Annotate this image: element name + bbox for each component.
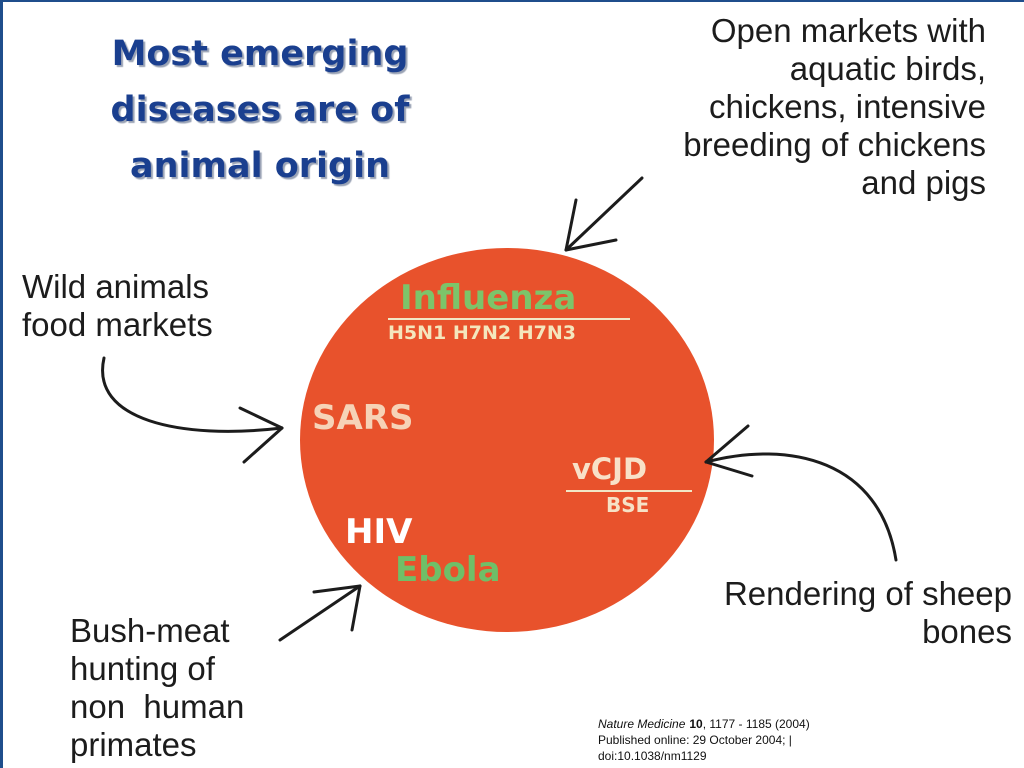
title-line-1: Most emerging [111,34,409,74]
open-markets-line-4: breeding of chickens [683,126,986,163]
open-markets-line-5: and pigs [861,164,986,201]
disease-influenza-strains: H5N1 H7N2 H7N3 [388,322,576,344]
disease-ebola: Ebola [395,550,501,590]
rendering-line-1: Rendering of sheep [723,575,1012,612]
bush-meat-line-4: primates [70,726,197,763]
source-bush-meat: Bush-meat hunting of non human primates [70,612,310,764]
arrow-wild-animals [101,356,284,464]
arrow-rendering [704,424,898,562]
citation-doi: doi:10.1038/nm1129 [598,749,707,763]
disease-influenza: Influenza [400,278,577,318]
source-rendering-sheep-bones: Rendering of sheep bones [660,575,1012,651]
citation-volume: 10 [689,717,703,731]
arrow-bush-meat [278,584,362,642]
open-markets-line-2: aquatic birds, [789,50,986,87]
wild-animals-line-1: Wild animals [22,268,210,305]
disease-circle [300,248,714,632]
bush-meat-line-1: Bush-meat [70,612,230,649]
bush-meat-line-3: non human [70,688,245,725]
citation-journal: Nature Medicine [598,717,686,731]
vcjd-divider [566,490,692,492]
arrow-open-markets [564,176,644,252]
disease-bse: BSE [606,493,650,517]
citation-published: Published online: 29 October 2004; | [598,733,792,747]
source-wild-animals: Wild animals food markets [22,268,282,344]
slide-left-border [0,0,3,768]
wild-animals-line-2: food markets [22,306,213,343]
source-open-markets: Open markets with aquatic birds, chicken… [610,12,986,202]
disease-hiv: HIV [345,512,413,552]
slide-top-border [0,0,1024,2]
influenza-divider [388,318,630,320]
open-markets-line-3: chickens, intensive [709,88,986,125]
title-line-2: diseases are of [110,90,410,130]
open-markets-line-1: Open markets with [710,12,986,49]
citation-pages: , 1177 - 1185 (2004) [702,717,810,731]
disease-vcjd: vCJD [572,452,648,486]
slide-title: Most emerging diseases are of animal ori… [60,26,460,194]
rendering-line-2: bones [922,613,1012,650]
title-line-3: animal origin [129,146,391,186]
bush-meat-line-2: hunting of [70,650,215,687]
disease-sars: SARS [312,398,414,438]
